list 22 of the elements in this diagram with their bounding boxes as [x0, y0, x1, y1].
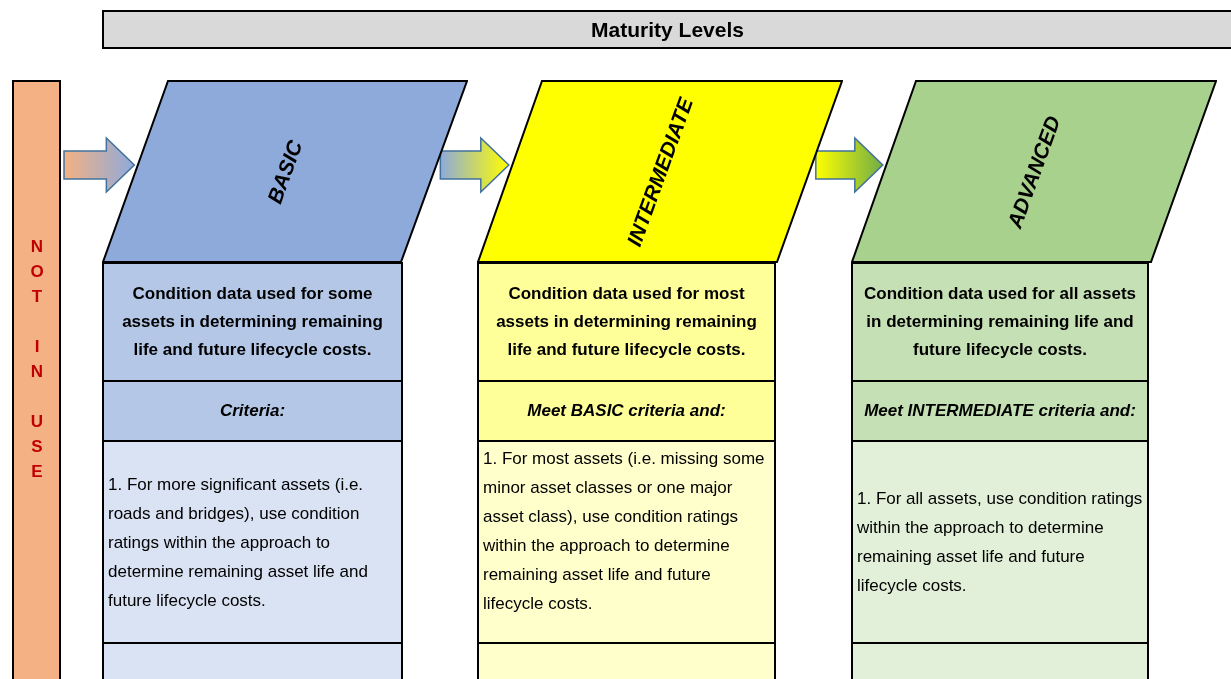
block-arrow [815, 136, 884, 194]
criteria-heading: Meet BASIC criteria and: [477, 380, 776, 442]
level-description: Condition data used for most assets in determining remaining life and future lifecycle costs. [477, 262, 776, 382]
header-bar: Maturity Levels [102, 10, 1231, 49]
level-label: BASIC [262, 136, 308, 207]
level-parallelogram [477, 80, 843, 263]
criteria-text: 1. For all assets, use condition ratings within the approach to determine remaining asset life and future lifecycle costs. [851, 440, 1149, 644]
level-description: Condition data used for all assets in determining remaining life and future lifecycle costs. [851, 262, 1149, 382]
block-arrow [439, 136, 510, 194]
level-description: Condition data used for some assets in determining remaining life and future lifecycle costs. [102, 262, 403, 382]
empty-row [102, 642, 403, 679]
criteria-heading: Meet INTERMEDIATE criteria and: [851, 380, 1149, 442]
level-parallelogram [102, 80, 468, 263]
criteria-text: 1. For more significant assets (i.e. roads and bridges), use condition ratings within the approach to determine remaining asset life and future lifecycle costs. [102, 440, 403, 644]
band-label: NOT IN USE [26, 237, 47, 487]
criteria-text: 1. For most assets (i.e. missing some minor asset classes or one major asset class), use condition ratings within the approach to determine remaining asset life and future lifecycle costs. [477, 440, 776, 644]
empty-row [851, 642, 1149, 679]
side-band [12, 80, 61, 679]
criteria-heading: Criteria: [102, 380, 403, 442]
empty-row [477, 642, 776, 679]
block-arrow [63, 136, 136, 194]
level-parallelogram [851, 80, 1217, 263]
